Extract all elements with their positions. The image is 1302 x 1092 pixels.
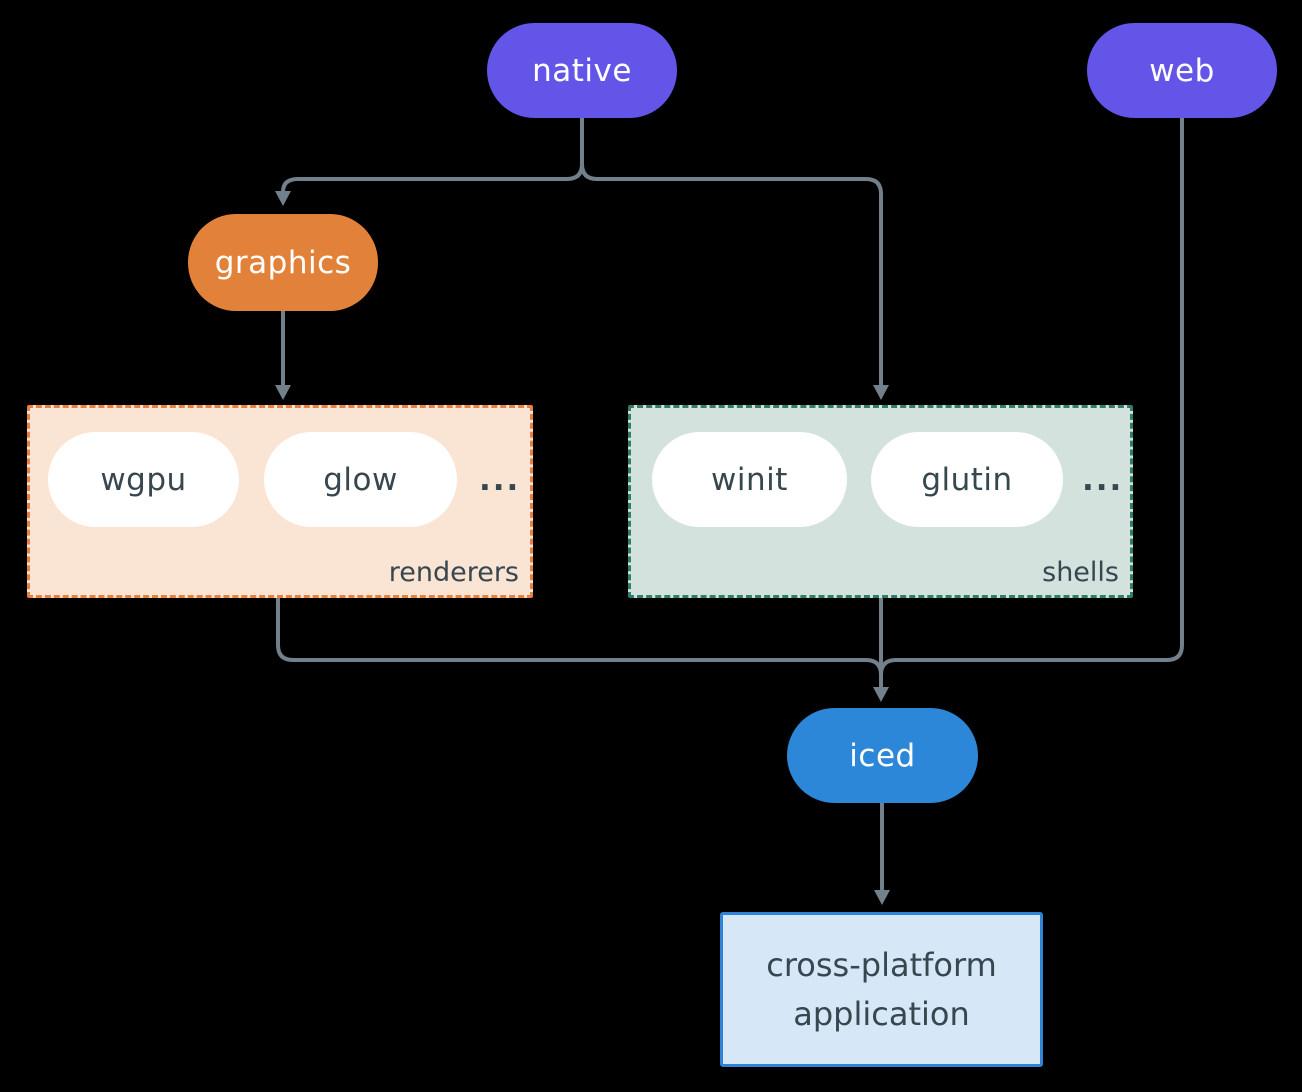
group-renderers: wgpu glow ... renderers [27, 405, 533, 598]
node-iced-label: iced [849, 737, 916, 774]
app-label-line2: application [793, 994, 970, 1033]
node-native-label: native [532, 52, 632, 89]
app-label-line1: cross-platform [766, 945, 997, 984]
arrowhead-native-shells [873, 385, 889, 400]
node-graphics-label: graphics [214, 244, 352, 281]
node-glow: glow [264, 432, 457, 527]
node-glutin: glutin [871, 432, 1063, 527]
node-glow-label: glow [323, 461, 398, 498]
shells-ellipsis: ... [1082, 461, 1124, 498]
node-iced: iced [787, 708, 978, 803]
node-native: native [487, 23, 677, 118]
node-wgpu-label: wgpu [100, 461, 187, 498]
node-web: web [1087, 23, 1277, 118]
node-wgpu: wgpu [48, 432, 239, 527]
node-winit-label: winit [711, 461, 788, 498]
node-glutin-label: glutin [921, 461, 1013, 498]
node-cross-platform-application: cross-platform application [720, 912, 1043, 1067]
edge-native-shells [580, 118, 883, 386]
arrowhead-native-graphics [275, 191, 291, 206]
group-shells: winit glutin ... shells [628, 405, 1133, 598]
edge-renderers-merge [276, 598, 883, 676]
renderers-ellipsis: ... [479, 461, 521, 498]
arrowhead-merge-iced [873, 687, 889, 702]
node-graphics: graphics [188, 214, 378, 311]
node-web-label: web [1149, 52, 1215, 89]
renderers-group-label: renderers [388, 557, 519, 588]
shells-group-label: shells [1042, 557, 1119, 588]
arrowhead-iced-app [874, 890, 890, 905]
edge-native-graphics [281, 118, 584, 193]
node-winit: winit [652, 432, 847, 527]
arrowhead-graphics-renderers [275, 385, 291, 400]
